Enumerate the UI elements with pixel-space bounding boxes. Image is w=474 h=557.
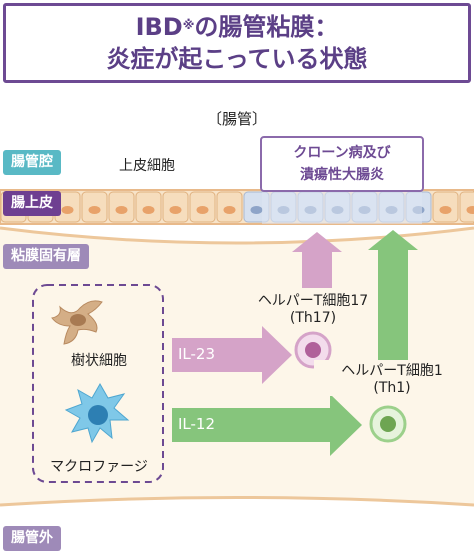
epithelial-cell-nucleus [223, 206, 236, 214]
epithelial-cell-nucleus [142, 206, 155, 214]
epithelial-cell-nucleus [169, 206, 182, 214]
th1-up-arrow [368, 230, 418, 376]
th17-label-line1: ヘルパーT細胞17 [257, 293, 369, 309]
il23-arrow [172, 326, 292, 384]
th17-label-line2: (Th17) [289, 310, 337, 326]
macrophage-icon [64, 382, 130, 444]
th17-cell-icon [294, 331, 332, 369]
immune-cells-box [32, 284, 164, 483]
epithelial-cell-nucleus [196, 206, 209, 214]
disease-box: クローン病及び 潰瘍性大腸炎 [260, 136, 424, 192]
disease-line2: 潰瘍性大腸炎 [300, 167, 384, 183]
macrophage-label: マクロファージ [50, 459, 148, 475]
title-line1: IBD※の腸管粘膜： [135, 13, 339, 41]
epithelial-cells-label: 上皮細胞 [119, 158, 175, 174]
th17-up-arrow [292, 232, 342, 288]
th1-cell-icon [369, 405, 407, 443]
epithelial-cell [459, 191, 474, 223]
th1-label-line1: ヘルパーT細胞1 [341, 363, 443, 379]
il12-arrow [172, 394, 362, 456]
title-line2: 炎症が起こっている状態 [106, 45, 368, 73]
epithelium-tab: 腸上皮 [3, 191, 61, 216]
th17-label: ヘルパーT細胞17 (Th17) [228, 290, 398, 326]
lumen-tab: 腸管腔 [3, 150, 61, 175]
il12-label: IL-12 [178, 415, 216, 433]
epithelial-cell-nucleus [250, 206, 263, 214]
dendritic-cell-icon [51, 300, 103, 345]
th1-label-line2: (Th1) [373, 380, 411, 396]
title-box: IBD※の腸管粘膜： 炎症が起こっている状態 [3, 3, 471, 83]
intestine-label: 〔腸管〕 [206, 110, 267, 128]
lamina-propria-tab: 粘膜固有層 [3, 244, 89, 269]
epithelial-cell-nucleus [466, 206, 474, 214]
il23-label: IL-23 [178, 345, 216, 363]
outside-tab: 腸管外 [3, 526, 61, 551]
epithelial-cell-nucleus [61, 206, 74, 214]
epithelial-cell-nucleus [439, 206, 452, 214]
epithelial-cell-nucleus [88, 206, 101, 214]
th1-label: ヘルパーT細胞1 (Th1) [314, 360, 470, 396]
disease-line1: クローン病及び [293, 145, 391, 161]
epithelial-cell-nucleus [115, 206, 128, 214]
dendritic-cell-label: 樹状細胞 [71, 353, 127, 369]
